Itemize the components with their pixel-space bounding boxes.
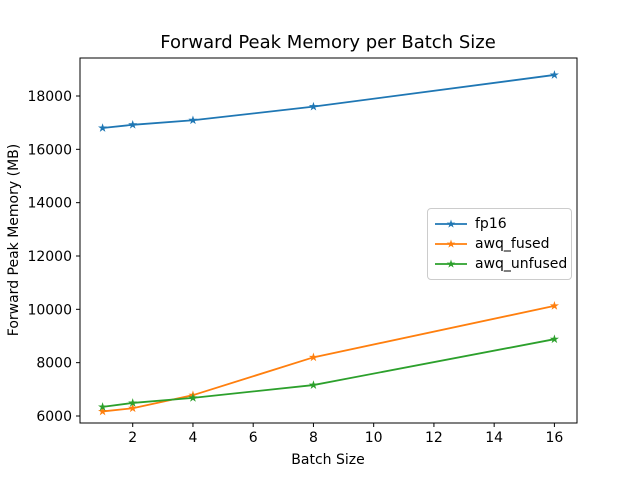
legend-marker	[446, 239, 456, 248]
data-point-awq_unfused	[188, 393, 198, 402]
y-tick-label: 16000	[27, 142, 72, 158]
x-tick-label: 6	[249, 430, 258, 446]
plot-border	[79, 57, 578, 424]
series-line-awq_fused	[101, 304, 556, 413]
legend-marker	[446, 219, 456, 228]
x-tick-label: 12	[425, 430, 443, 446]
x-tick-label: 10	[365, 430, 383, 446]
data-point-awq_fused	[128, 403, 138, 413]
y-tick-label: 8000	[36, 356, 72, 372]
y-tick-label: 12000	[27, 249, 72, 265]
legend-entry-awq-unfused: awq_unfused	[435, 254, 568, 274]
legend-swatch	[435, 259, 467, 268]
x-axis-label: Batch Size	[291, 452, 364, 468]
x-tick-label: 14	[485, 430, 503, 446]
data-point-awq_fused	[98, 406, 108, 416]
data-point-fp16	[188, 115, 198, 125]
legend-label: awq_unfused	[475, 256, 568, 272]
legend-marker	[446, 259, 456, 268]
y-tick-label: 18000	[27, 89, 72, 105]
axis-ticks: 2 4 6 8 10 12 14 16 6000 8000 10000 12000 14000 16000…	[27, 89, 563, 446]
series-line-fp16	[101, 74, 556, 129]
data-point-awq_unfused	[128, 398, 138, 407]
data-point-fp16	[98, 123, 108, 132]
y-tick-label: 14000	[27, 196, 72, 212]
data-point-fp16	[128, 120, 138, 129]
legend-label: fp16	[475, 216, 507, 232]
legend-swatch	[435, 219, 467, 228]
legend: fp16 awq_fused awq_unfused	[427, 208, 572, 280]
legend-entry-awq-fused: awq_fused	[435, 234, 564, 254]
data-point-awq_fused	[549, 301, 559, 310]
chart-title: Forward Peak Memory per Batch Size	[160, 32, 496, 53]
x-tick-label: 16	[545, 430, 563, 446]
data-point-awq_fused	[308, 352, 318, 362]
x-tick-label: 4	[188, 430, 197, 446]
data-series	[98, 70, 559, 416]
legend-entry-fp16: fp16	[435, 214, 564, 234]
data-point-awq_unfused	[549, 334, 559, 344]
y-tick-label: 10000	[27, 302, 72, 318]
legend-label: awq_fused	[475, 236, 550, 252]
series-line-awq_unfused	[101, 338, 556, 408]
data-point-fp16	[549, 70, 559, 79]
data-point-fp16	[308, 101, 318, 111]
x-tick-label: 8	[309, 430, 318, 446]
y-axis-label: Forward Peak Memory (MB)	[6, 144, 22, 336]
x-tick-label: 2	[128, 430, 137, 446]
legend-swatch	[435, 239, 467, 248]
y-tick-label: 6000	[36, 409, 72, 425]
data-point-awq_unfused	[308, 380, 318, 389]
data-point-awq_unfused	[98, 402, 108, 411]
